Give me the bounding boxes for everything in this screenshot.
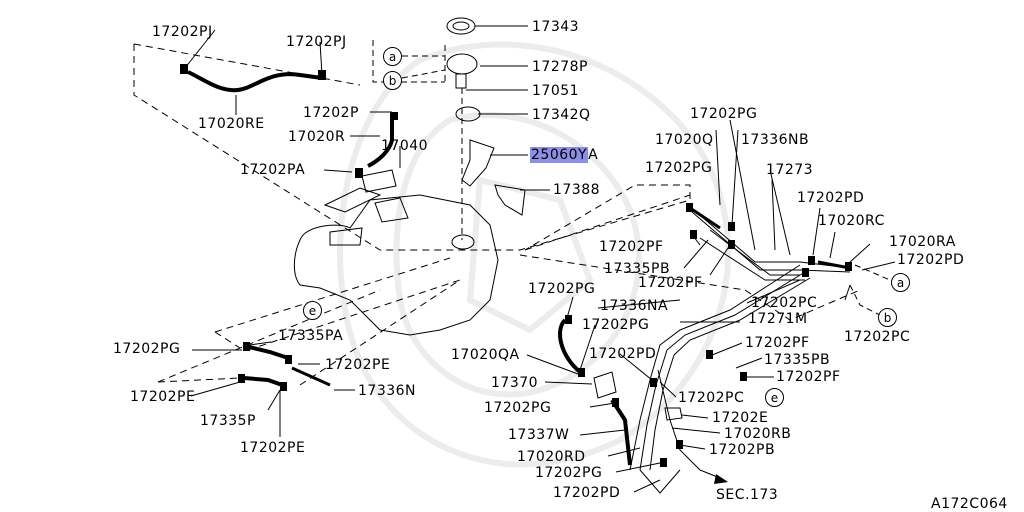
leader-lines	[184, 25, 896, 493]
label-17020q: 17020Q	[655, 132, 714, 148]
label-17202pb: 17202PB	[709, 442, 776, 458]
fuel-pump-body	[461, 139, 495, 187]
tank-opening	[451, 234, 475, 250]
label-17202p: 17202P	[303, 105, 359, 121]
marker-e-left: e	[303, 301, 322, 320]
label-17202pc-r: 17202PC	[844, 329, 911, 345]
label-17202pg-e: 17202PG	[535, 465, 603, 481]
label-17020qa: 17020QA	[451, 347, 520, 363]
label-25060y[interactable]: 25060YA	[530, 147, 598, 163]
label-17335pb-b: 17335PB	[764, 352, 831, 368]
fuel-filter	[361, 169, 397, 193]
label-17202pf-a: 17202PF	[599, 239, 664, 255]
label-17051: 17051	[532, 83, 580, 99]
label-25060y-highlight[interactable]: 25060Y	[530, 147, 589, 163]
label-17202pg-d: 17202PG	[484, 400, 552, 416]
label-17202pg-left: 17202PG	[528, 281, 596, 297]
marker-a-left: a	[383, 47, 402, 66]
fuel-tank-recess	[329, 227, 363, 246]
label-sec173: SEC.173	[716, 487, 779, 503]
label-17202pe-c: 17202PE	[240, 440, 306, 456]
marker-a-right: a	[891, 273, 910, 292]
label-17202pj-a: 17202PJ	[152, 24, 213, 40]
label-17202pd-b: 17202PD	[553, 485, 621, 501]
label-17202pa: 17202PA	[240, 162, 306, 178]
label-17202pd-r: 17202PD	[897, 252, 965, 268]
pump-bracket	[494, 184, 526, 216]
clamp-17202e	[664, 407, 683, 421]
label-17342q: 17342Q	[532, 107, 591, 123]
tank-fitting	[374, 197, 409, 223]
label-17337w: 17337W	[508, 427, 570, 443]
label-17273: 17273	[766, 162, 814, 178]
dashed-outline-top-left	[133, 43, 691, 251]
figure-code: A172C064	[931, 496, 1008, 512]
label-17278p: 17278P	[532, 59, 588, 75]
dashed-leader-a-b	[372, 40, 891, 316]
marker-e-right: e	[765, 388, 784, 407]
label-17202pf-b: 17202PF	[638, 275, 703, 291]
label-17202pc-a: 17202PC	[751, 295, 818, 311]
sec173-arrowhead	[714, 474, 728, 484]
label-17202pg-top: 17202PG	[690, 106, 758, 122]
dashed-outline-right	[519, 194, 861, 321]
hose-17337w	[610, 398, 632, 466]
dashed-outline-bottom-left	[157, 257, 461, 386]
label-17202pc-b: 17202PC	[678, 390, 745, 406]
pump-cap	[446, 53, 478, 75]
label-17202pe-a: 17202PE	[325, 357, 391, 373]
sec173-arrow-line	[639, 469, 681, 494]
label-17020ra: 17020RA	[889, 234, 956, 250]
hose-17020rc	[817, 260, 851, 270]
label-17336na: 17336NA	[600, 298, 669, 314]
filter-bracket	[323, 187, 382, 213]
label-17202pj-b: 17202PJ	[286, 34, 347, 50]
label-17202pg-c: 17202PG	[582, 317, 650, 333]
label-17336n: 17336N	[358, 383, 417, 399]
hose-17020r	[367, 120, 394, 168]
hose-17335pa	[244, 344, 289, 360]
label-17202pd-tr: 17202PD	[797, 190, 865, 206]
hose-17020qa	[558, 318, 582, 374]
label-17202pe-b: 17202PE	[130, 389, 196, 405]
fuel-damper-17370	[593, 371, 617, 399]
marker-b-left: b	[383, 71, 402, 90]
label-17020rd: 17020RD	[517, 449, 586, 465]
label-17202pg-l2: 17202PG	[113, 341, 181, 357]
label-17020rc: 17020RC	[818, 213, 885, 229]
label-17335p: 17335P	[200, 413, 256, 429]
label-17202pf-d: 17202PF	[776, 369, 841, 385]
hose-clamps	[180, 64, 852, 467]
label-17202e: 17202E	[712, 410, 769, 426]
label-17343: 17343	[532, 19, 580, 35]
marker-b-right: b	[878, 308, 897, 327]
lock-ring	[446, 17, 476, 35]
label-17020rb: 17020RB	[724, 426, 792, 442]
label-17336nb: 17336NB	[741, 132, 810, 148]
label-17020r: 17020R	[288, 129, 346, 145]
label-17202pg-mid: 17202PG	[645, 160, 713, 176]
pump-cap-neck	[455, 73, 467, 89]
hose-17335p	[243, 376, 286, 388]
label-17020re: 17020RE	[198, 116, 265, 132]
fuel-tank-body	[293, 194, 499, 336]
label-17370: 17370	[491, 375, 539, 391]
lock-ring-inner	[452, 21, 470, 31]
label-17271m: 17271M	[748, 311, 808, 327]
label-25060y-suffix: A	[588, 147, 599, 163]
hose-17020q	[689, 206, 721, 230]
label-17335pa: 17335PA	[278, 328, 344, 344]
label-17335pb-a: 17335PB	[604, 261, 671, 277]
label-17202pd-m: 17202PD	[589, 346, 657, 362]
label-17202pf-c: 17202PF	[745, 335, 810, 351]
label-17388: 17388	[553, 182, 601, 198]
label-17040: 17040	[381, 138, 429, 154]
hose-17020re	[187, 70, 323, 93]
hose-17336n	[291, 366, 331, 387]
